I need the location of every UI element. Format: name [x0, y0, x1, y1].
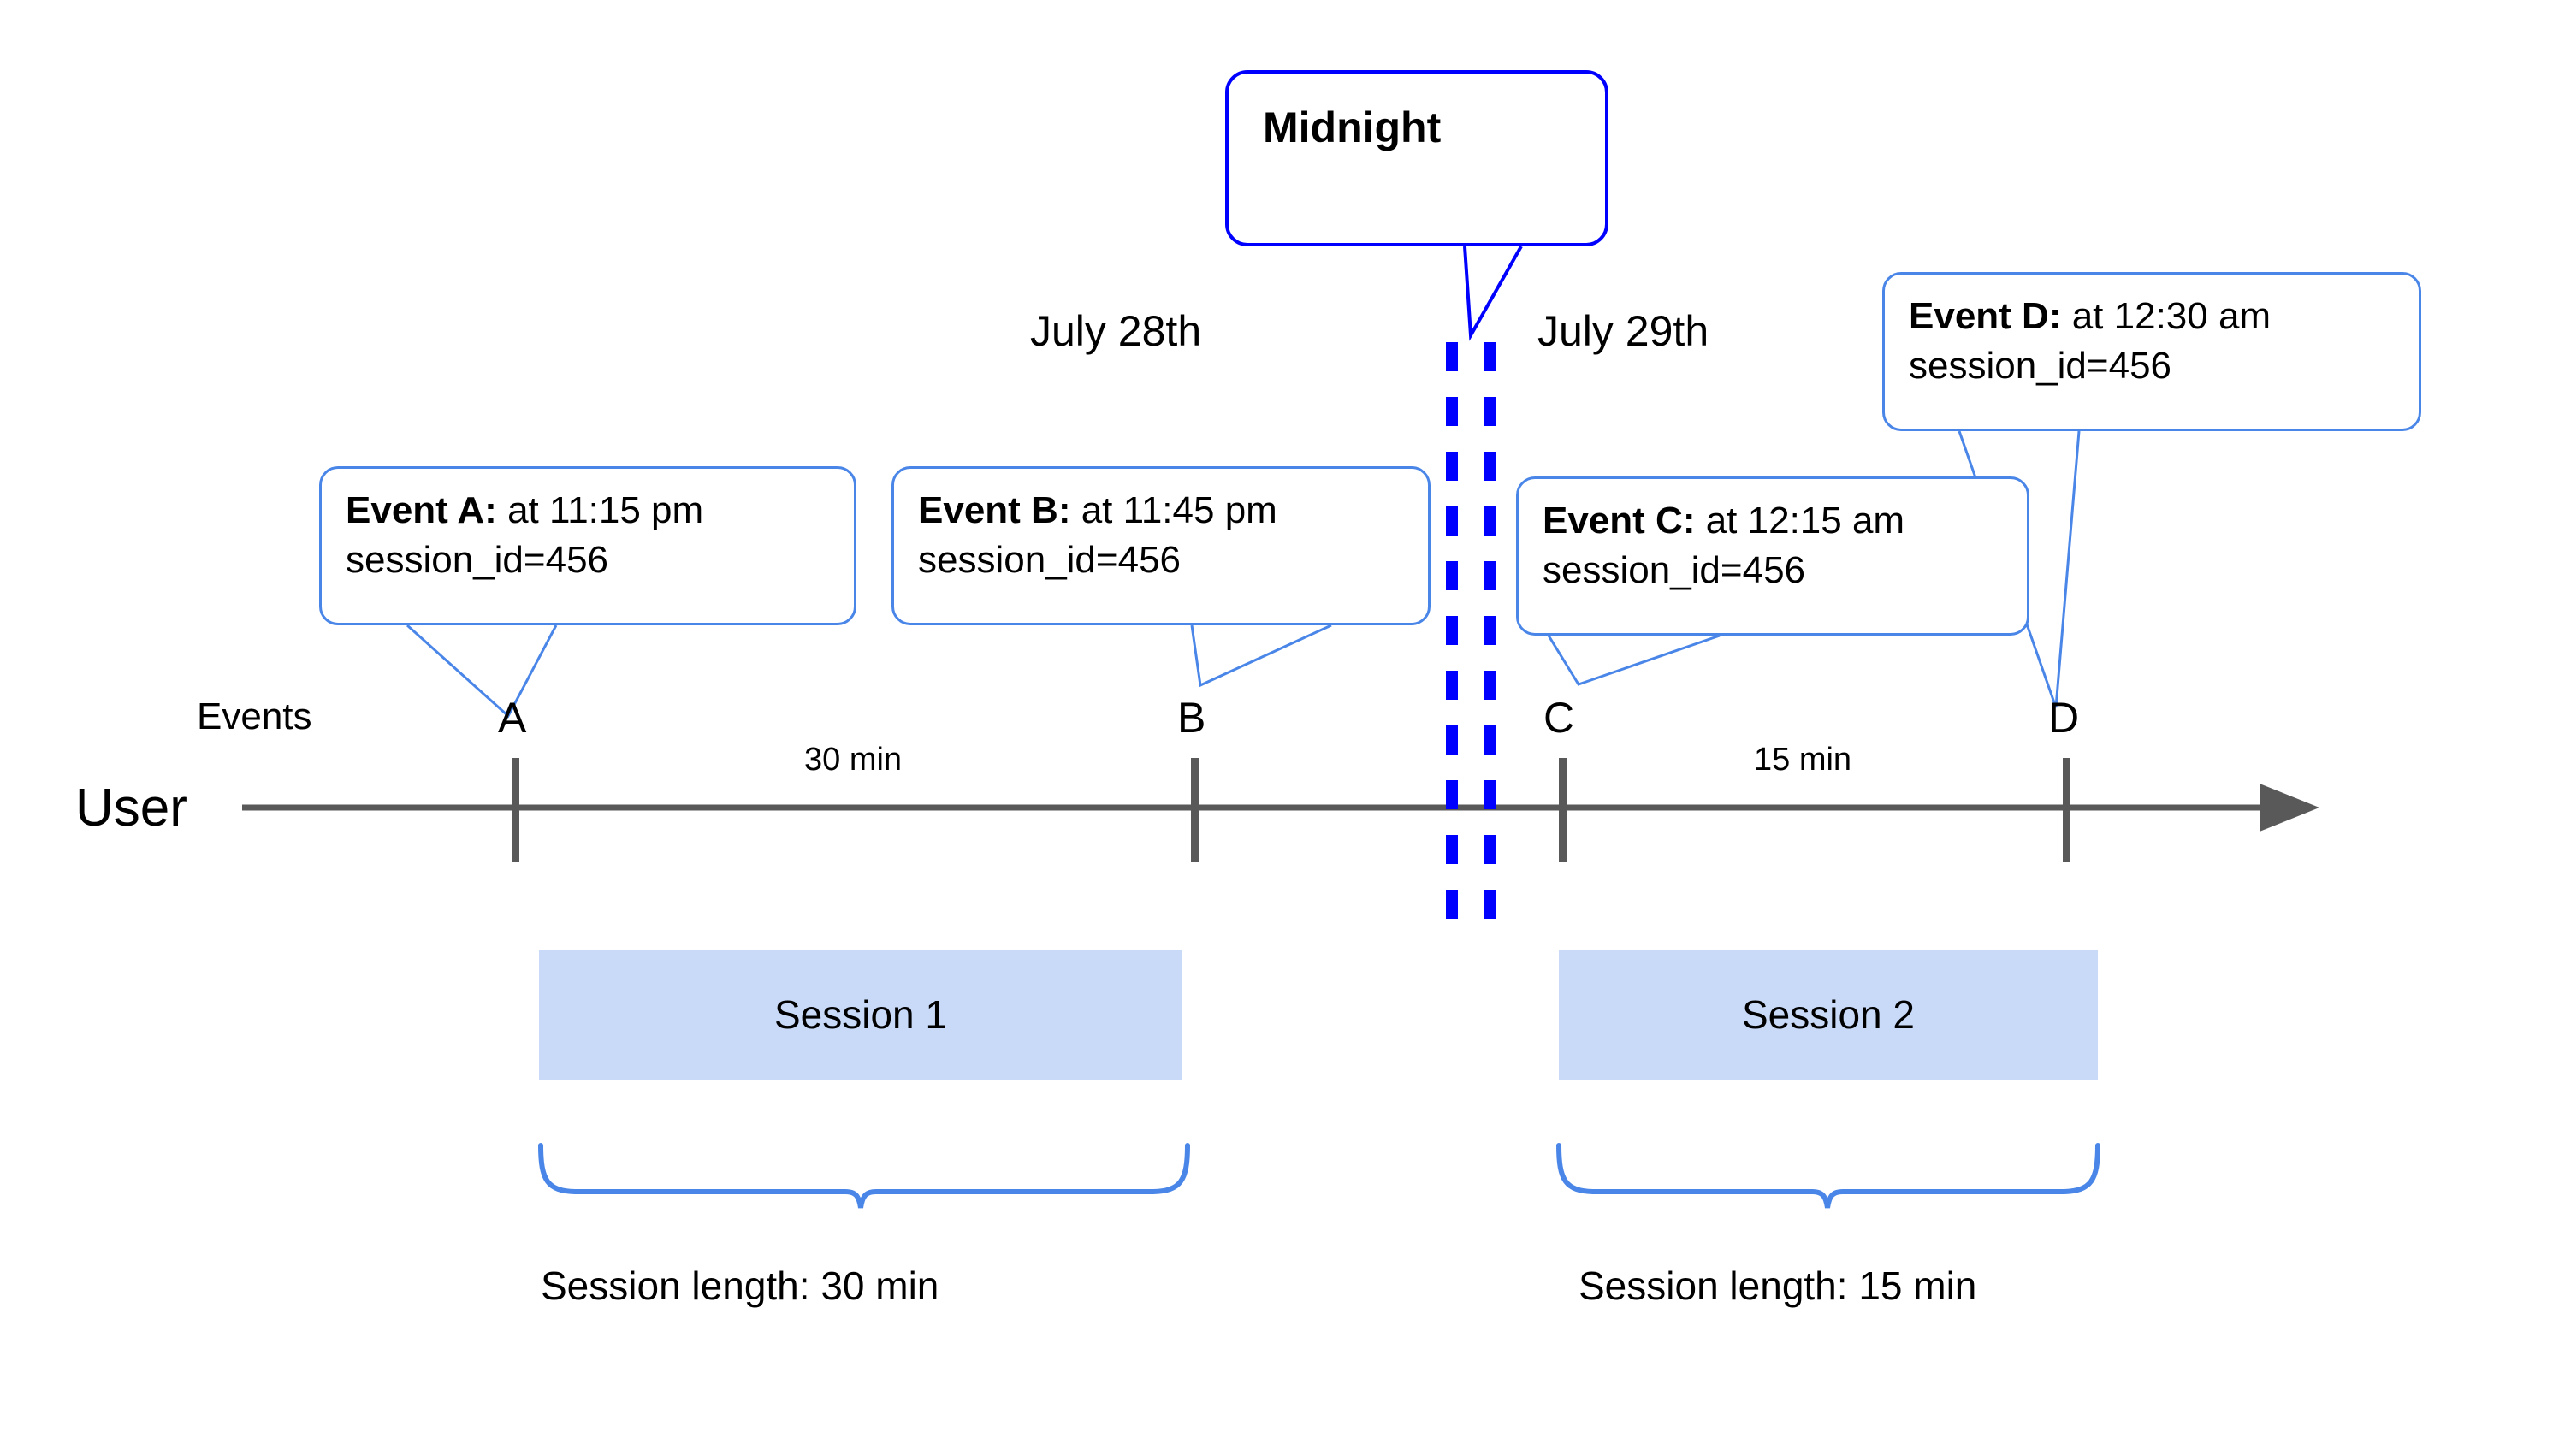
event-b-title: Event B: [918, 489, 1071, 531]
session-1-brace [538, 1143, 1190, 1209]
event-b-session-id: session_id=456 [918, 539, 1182, 582]
event-tick-a [512, 758, 519, 862]
row-label-events: Events [197, 695, 312, 737]
event-tick-d [2063, 758, 2070, 862]
callout-c-tail [1547, 634, 1721, 686]
event-letter-c: C [1543, 694, 1575, 742]
event-a-time: at 11:15 pm [496, 489, 704, 531]
callout-a-tail [406, 624, 558, 719]
event-d-time: at 12:30 am [2061, 295, 2272, 337]
event-a-title: Event A: [346, 489, 497, 531]
event-d-session-id: session_id=456 [1909, 345, 2172, 388]
session-2-bar[interactable]: Session 2 [1559, 950, 2098, 1080]
date-label-july-29: July 29th [1537, 307, 1709, 355]
event-tick-c [1559, 758, 1567, 862]
session-2-label: Session 2 [1741, 992, 1915, 1037]
midnight-callout-tail [1463, 246, 1523, 341]
event-c-title: Event C: [1543, 500, 1696, 542]
event-tick-b [1191, 758, 1199, 862]
event-letter-b: B [1177, 694, 1206, 742]
session-2-brace [1556, 1143, 2100, 1209]
event-c-callout[interactable]: Event C: at 12:15 am session_id=456 [1516, 476, 2029, 636]
gap-label-30-min: 30 min [804, 742, 903, 778]
event-a-callout[interactable]: Event A: at 11:15 pm session_id=456 [319, 466, 856, 625]
event-c-session-id: session_id=456 [1543, 549, 1806, 592]
event-b-time: at 11:45 pm [1070, 489, 1277, 531]
event-a-session-id: session_id=456 [346, 539, 609, 582]
event-a-line-1: Event A: at 11:15 pm [346, 486, 832, 536]
session-1-length-caption: Session length: 30 min [541, 1264, 939, 1308]
callout-b-tail [1190, 624, 1332, 688]
midnight-callout[interactable]: Midnight [1225, 70, 1608, 246]
session-2-length-caption: Session length: 15 min [1579, 1264, 1977, 1308]
event-c-time: at 12:15 am [1695, 500, 1905, 542]
axis-label-user: User [75, 778, 187, 837]
midnight-label: Midnight [1263, 104, 1442, 151]
event-letter-a: A [498, 694, 527, 742]
event-letter-d: D [2048, 694, 2080, 742]
event-c-line-1: Event C: at 12:15 am [1543, 496, 2005, 546]
session-1-bar[interactable]: Session 1 [539, 950, 1182, 1080]
session-1-label: Session 1 [773, 992, 947, 1037]
gap-label-15-min: 15 min [1754, 742, 1852, 778]
event-d-line-1: Event D: at 12:30 am [1909, 292, 2396, 341]
date-label-july-28: July 28th [1030, 307, 1202, 355]
event-d-title: Event D: [1909, 295, 2062, 337]
event-b-line-1: Event B: at 11:45 pm [918, 486, 1406, 536]
event-b-callout[interactable]: Event B: at 11:45 pm session_id=456 [891, 466, 1431, 625]
event-d-callout[interactable]: Event D: at 12:30 am session_id=456 [1882, 272, 2421, 431]
